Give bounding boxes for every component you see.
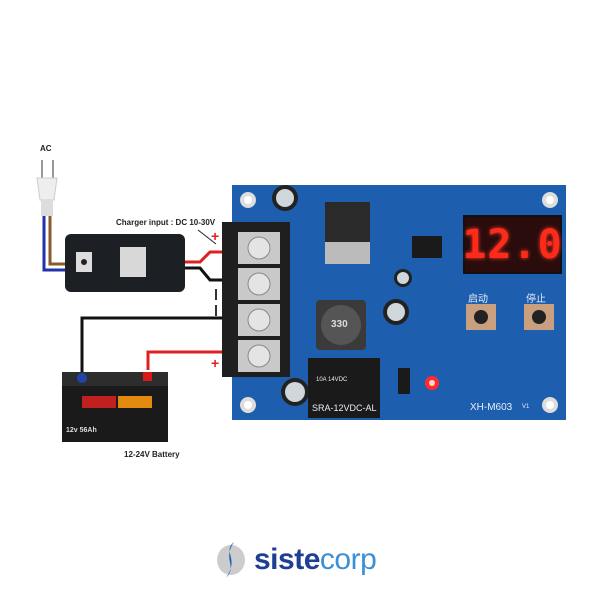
charger-minus-sign <box>215 289 217 300</box>
relay-spec: 10A 14VDC <box>316 377 348 383</box>
terminal-block <box>222 222 290 377</box>
charger-input-label: Charger input : DC 10-30V <box>116 218 216 227</box>
battery-label: 12-24V Battery <box>124 450 180 459</box>
charger-plus-sign: + <box>211 228 220 244</box>
battery <box>62 372 168 442</box>
relay-model: SRA-12VDC-AL <box>312 403 377 413</box>
brand-name-light: corp <box>319 543 377 576</box>
brand-name-bold: siste <box>254 543 320 576</box>
ac-cable <box>42 216 66 272</box>
brand-name: sistecorp <box>254 543 377 577</box>
stop-button-label: 停止 <box>526 294 546 305</box>
ac-label: AC <box>40 144 52 153</box>
battery-plus-sign: + <box>211 355 220 371</box>
power-adapter <box>65 234 185 292</box>
voltage-display: 12.0 <box>462 215 562 274</box>
brand-emblem-icon <box>217 542 245 578</box>
ac-plug <box>36 160 58 216</box>
board-model: XH-M603 <box>470 402 513 413</box>
battery-minus-sign <box>215 305 217 316</box>
board-version: V1 <box>522 404 530 410</box>
inductor-label: 330 <box>331 319 348 330</box>
battery-rating: 12v 56Ah <box>66 427 97 434</box>
brand-logo: sistecorp <box>214 538 377 582</box>
start-button-label: 启动 <box>468 294 488 305</box>
